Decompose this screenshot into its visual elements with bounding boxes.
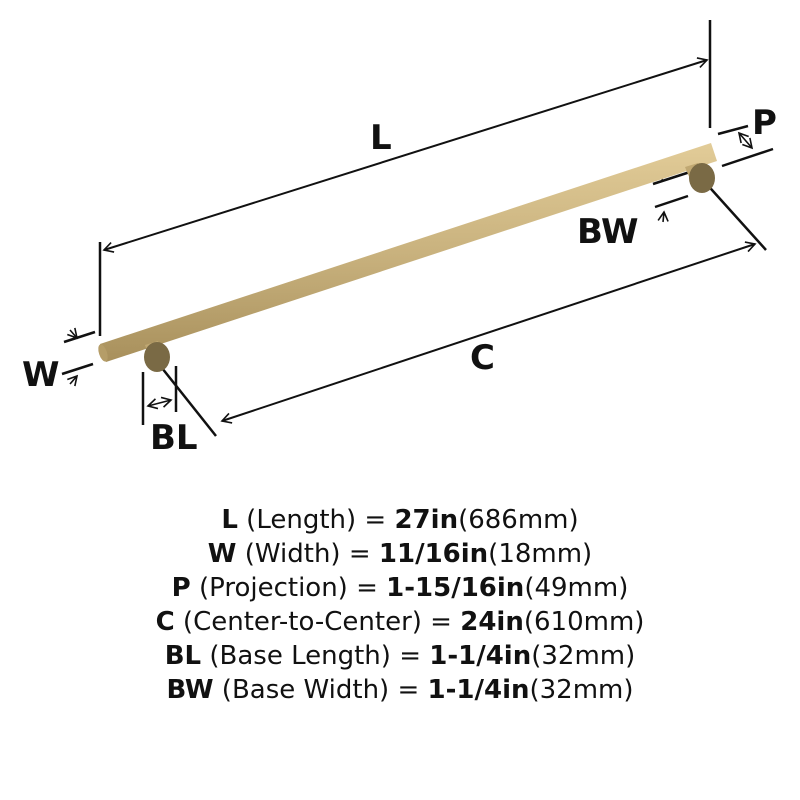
label-L: L: [370, 118, 392, 158]
post-base-left: [144, 342, 170, 372]
spec-center: C (Center-to-Center) = 24in(610mm): [155, 607, 645, 637]
label-C: C: [470, 338, 495, 378]
spec-base-length: BL (Base Length) = 1-1/4in(32mm): [164, 641, 636, 671]
center-leader-left: [157, 362, 217, 437]
center-leader-right: [702, 179, 767, 251]
post-base-right: [689, 163, 715, 193]
spec-list: L (Length) = 27in(686mm) W (Width) = 11/…: [0, 503, 800, 707]
spec-length: L (Length) = 27in(686mm): [221, 505, 579, 535]
spec-width: W (Width) = 11/16in(18mm): [207, 539, 593, 569]
pull-bar: [98, 143, 717, 372]
label-P: P: [752, 103, 777, 143]
length-dimension-line: [102, 57, 709, 253]
spec-projection: P (Projection) = 1-15/16in(49mm): [171, 573, 629, 603]
label-BL: BL: [150, 418, 198, 458]
base-length-arrow: [146, 396, 173, 410]
label-W: W: [22, 355, 60, 395]
spec-base-width: BW (Base Width) = 1-1/4in(32mm): [166, 675, 634, 705]
center-dimension-line: [220, 241, 757, 424]
projection-arrow: [737, 131, 754, 150]
label-BW: BW: [577, 212, 639, 252]
